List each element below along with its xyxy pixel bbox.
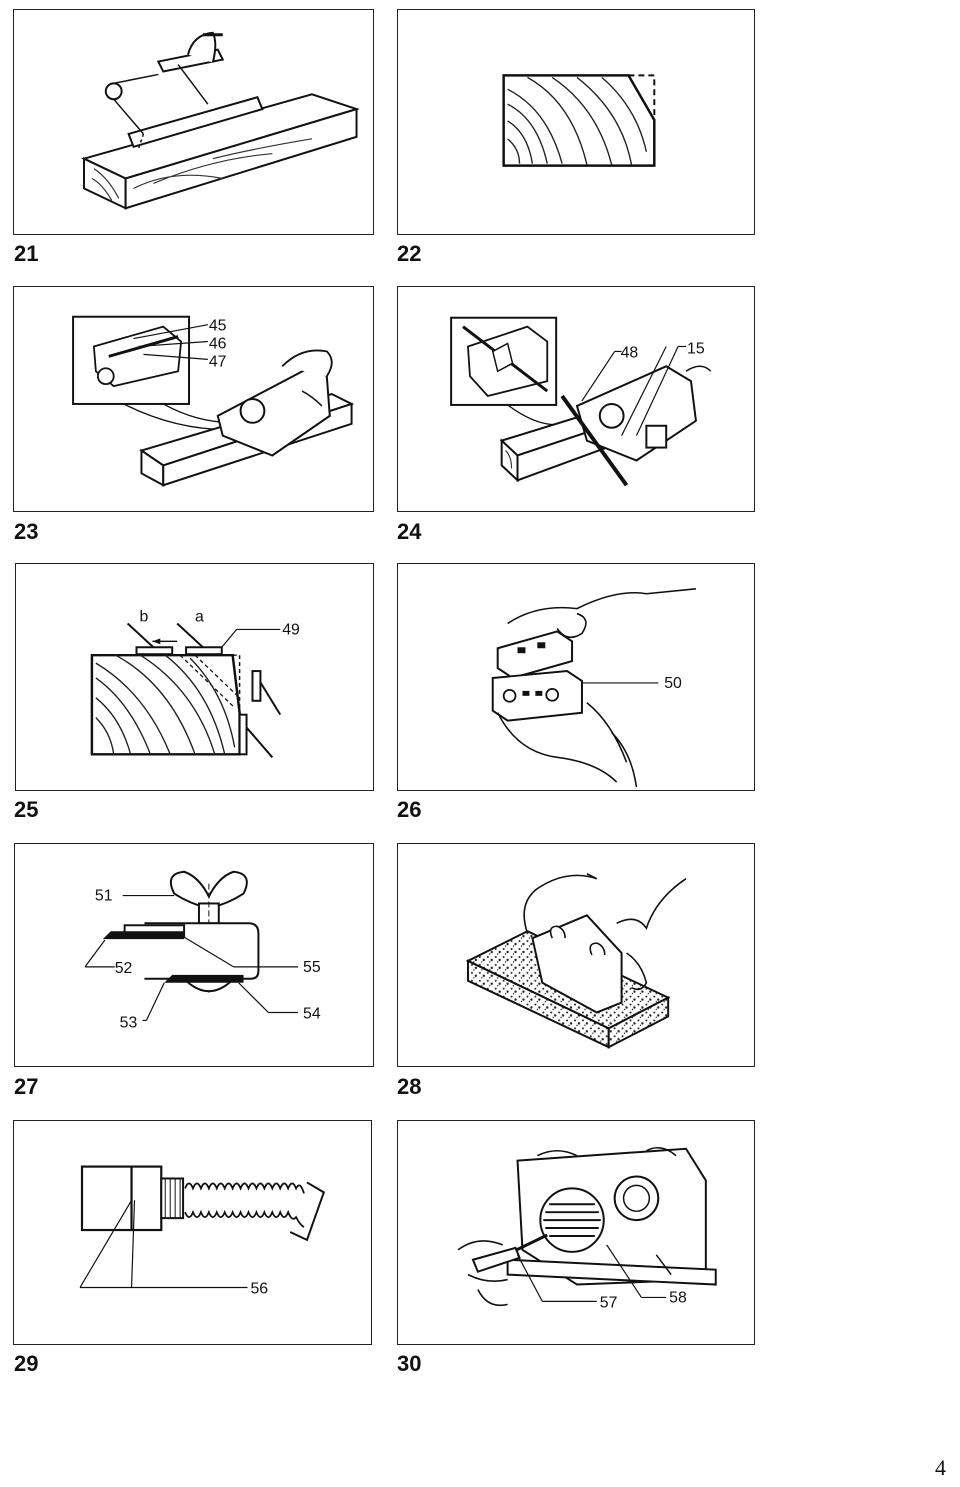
figure-28-number: 28 <box>397 1074 422 1099</box>
figure-24-illustration: 48 15 <box>450 316 712 487</box>
figure-29-label-56: 56 <box>250 1280 268 1297</box>
figure-27-label-53: 53 <box>120 1014 138 1031</box>
figure-27-label-54: 54 <box>303 1005 321 1022</box>
figure-23-label-45: 45 <box>209 318 227 335</box>
figure-22-number: 22 <box>397 241 422 266</box>
figure-25-number: 25 <box>14 797 39 822</box>
figure-28-panel <box>397 843 755 1067</box>
figure-26-label-50: 50 <box>664 675 682 692</box>
figure-28-illustration <box>465 873 687 1049</box>
figure-29-illustration: 56 <box>79 1165 326 1297</box>
figure-23-label-47: 47 <box>209 353 227 370</box>
figure-24-label-48: 48 <box>621 344 639 361</box>
figure-25-label-49: 49 <box>282 621 300 638</box>
figure-30-label-58: 58 <box>669 1289 687 1306</box>
figure-26-illustration: 50 <box>491 587 697 788</box>
page-number: 4 <box>935 1455 946 1480</box>
figure-27-number: 27 <box>14 1074 39 1099</box>
figure-26-panel: 50 <box>397 563 755 791</box>
figure-23-panel: 45 46 47 <box>13 286 374 512</box>
figure-27-label-55: 55 <box>303 959 321 976</box>
figure-23-illustration: 45 46 47 <box>72 315 355 487</box>
figure-21-number: 21 <box>14 241 39 266</box>
figure-27-panel: 51 52 55 53 54 <box>14 843 374 1067</box>
figure-29-number: 29 <box>14 1351 39 1376</box>
figure-27-label-52: 52 <box>115 960 133 977</box>
figure-30-panel: 57 58 <box>397 1120 755 1345</box>
figure-21-panel <box>13 9 374 235</box>
figure-24-panel: 48 15 <box>397 286 755 512</box>
figure-25-label-a: a <box>195 608 204 625</box>
figure-24-number: 24 <box>397 519 422 544</box>
figure-23-label-46: 46 <box>209 335 227 352</box>
figure-24-label-15: 15 <box>687 340 705 357</box>
figure-22-illustration <box>502 74 656 167</box>
figure-30-label-57: 57 <box>600 1294 618 1311</box>
figure-27-illustration: 51 52 55 53 54 <box>84 870 321 1031</box>
figure-25-panel: b a 49 <box>15 563 374 791</box>
figure-25-illustration: b a 49 <box>90 608 300 758</box>
figure-27-label-51: 51 <box>95 887 113 904</box>
figure-21-illustration <box>81 31 360 210</box>
figure-29-panel: 56 <box>13 1120 372 1345</box>
figure-23-number: 23 <box>14 519 39 544</box>
figure-30-number: 30 <box>397 1351 422 1376</box>
figure-22-panel <box>397 9 755 235</box>
figure-26-number: 26 <box>397 797 422 822</box>
figure-30-illustration: 57 58 <box>457 1146 717 1311</box>
figure-25-label-b: b <box>139 608 148 625</box>
